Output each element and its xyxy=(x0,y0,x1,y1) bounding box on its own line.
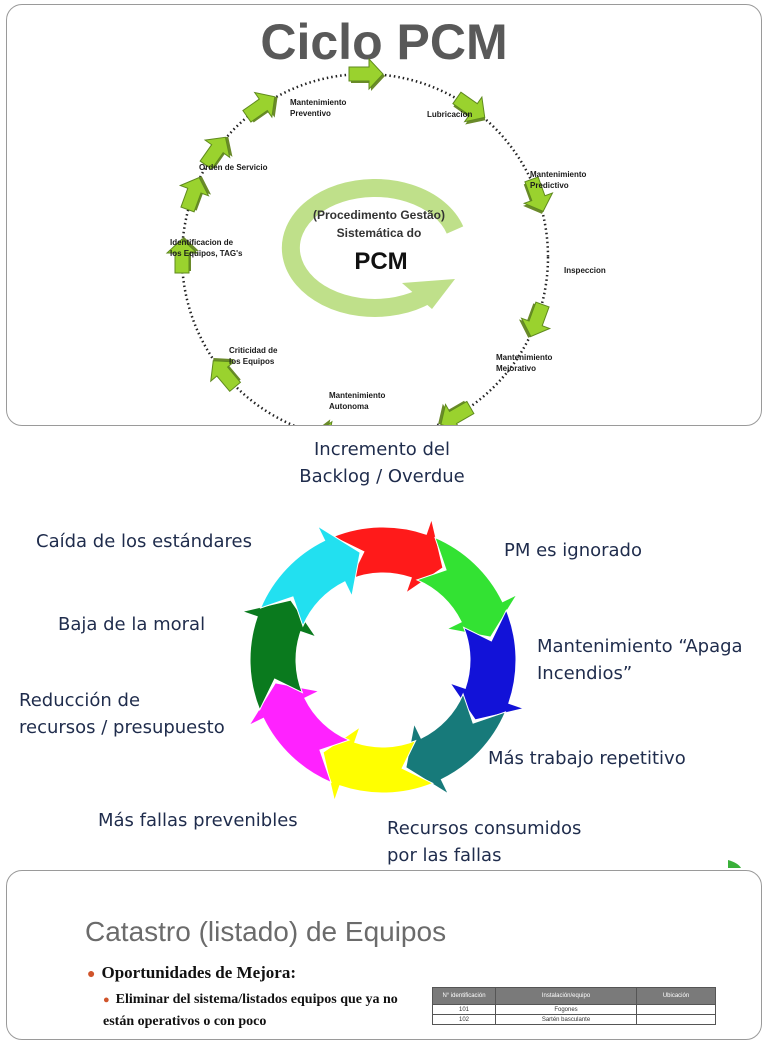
slide-ciclo-pcm: Ciclo PCM (Procedimento Gestão) Sistemát… xyxy=(6,4,762,426)
cycle-label: Caída de los estándares xyxy=(36,531,252,552)
green-cycle-arrow xyxy=(452,91,486,125)
cycle-label: PM es ignorado xyxy=(504,540,642,561)
green-corner-mark xyxy=(728,860,741,868)
center-line1: (Procedimento Gestão) xyxy=(313,208,445,222)
center-line3: PCM xyxy=(354,248,407,275)
pcm-cycle-diagram: (Procedimento Gestão) Sistemática do PCM… xyxy=(165,57,606,425)
green-cycle-arrow xyxy=(518,301,552,338)
green-cycle-arrow xyxy=(178,176,212,213)
cycle-label: Más trabajo repetitivo xyxy=(488,748,686,769)
green-cycle-arrow xyxy=(165,237,199,274)
table-cell: Fogones xyxy=(495,1004,637,1015)
bullet-sub-text: Eliminar del sistema/listados equipos qu… xyxy=(103,992,398,1029)
bullet-main-text: Oportunidades de Mejora: xyxy=(101,963,297,982)
bullet-icon: ● xyxy=(87,967,96,982)
green-cycle-arrow xyxy=(199,136,233,170)
table-header: N° identificación xyxy=(432,987,496,1005)
green-cycle-arrow xyxy=(210,357,242,393)
table-row: 101 Fogones xyxy=(432,1004,716,1015)
slide-title: Ciclo PCM xyxy=(260,14,508,70)
table-cell xyxy=(636,1004,716,1015)
table-header: Ubicación xyxy=(636,987,716,1005)
equipment-table: N° identificación Instalación/equipo Ubi… xyxy=(432,987,716,1025)
table-cell xyxy=(636,1014,716,1025)
table-header: Instalación/equipo xyxy=(495,987,637,1005)
table-cell: 102 xyxy=(432,1014,496,1025)
dotted-cycle-ring xyxy=(180,72,550,425)
slide-catastro: Catastro (listado) de Equipos ● Oportunid… xyxy=(6,870,762,1040)
green-cycle-arrow xyxy=(348,57,385,91)
green-arrows xyxy=(165,57,554,425)
green-cycle-arrow xyxy=(313,419,351,425)
table-cell: 101 xyxy=(432,1004,496,1015)
bullet-main: ● Oportunidades de Mejora: xyxy=(87,963,296,983)
bullet-icon: ● xyxy=(103,994,110,1006)
step-label: Inspeccion xyxy=(564,266,606,275)
green-cycle-arrow xyxy=(242,91,278,123)
center-swirl-arrow xyxy=(281,178,464,317)
step-label: Orden de Servicio xyxy=(199,163,268,172)
ring-arrows xyxy=(240,517,526,803)
step-label: Lubricacion xyxy=(427,110,472,119)
center-line2: Sistemática do xyxy=(337,226,422,240)
cycle-label: Baja de la moral xyxy=(58,614,205,635)
ring-arrow-segment xyxy=(259,524,361,628)
green-cycle-arrow xyxy=(438,400,475,425)
cycle-label: Más fallas prevenibles xyxy=(98,810,298,831)
slide-title: Catastro (listado) de Equipos xyxy=(85,916,447,947)
table-cell: Sartén basculante xyxy=(495,1014,637,1025)
green-cycle-arrow xyxy=(522,176,554,214)
table-row: 102 Sartén basculante xyxy=(432,1014,716,1025)
bullet-sub: ●Eliminar del sistema/listados equipos q… xyxy=(103,989,403,1033)
